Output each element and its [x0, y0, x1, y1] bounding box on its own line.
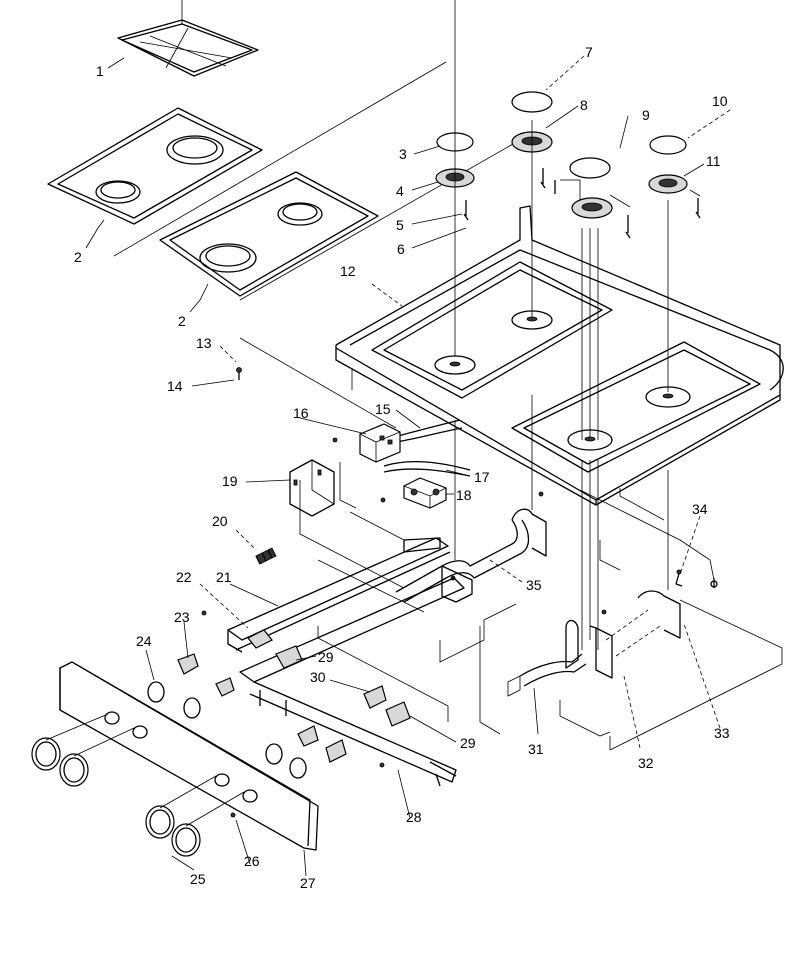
burner-cap-middle [569, 157, 613, 219]
callout-11: 11 [706, 153, 721, 169]
callout-27: 27 [300, 875, 316, 891]
callout-26: 26 [244, 853, 260, 869]
callout-17: 17 [474, 469, 490, 485]
knob-bezels [147, 681, 307, 779]
drip-pan-right [159, 171, 379, 297]
spark-module [359, 423, 401, 463]
burner-tubes [395, 508, 681, 697]
callout-5: 5 [396, 217, 404, 233]
burner-grate [117, 0, 259, 77]
callout-22: 22 [176, 569, 192, 585]
callout-16: 16 [293, 405, 309, 421]
callout-10: 10 [712, 93, 728, 109]
callout-20: 20 [212, 513, 228, 529]
callout-15: 15 [375, 401, 391, 417]
callout-labels: 1 2 2 3 4 5 6 7 8 9 10 11 12 13 14 15 16… [74, 44, 730, 891]
callout-29b: 29 [460, 735, 476, 751]
callout-25: 25 [190, 871, 206, 887]
callout-29a: 29 [318, 649, 334, 665]
mounting-bracket [289, 459, 335, 517]
callout-35: 35 [526, 577, 542, 593]
callout-12: 12 [340, 263, 356, 279]
callout-19: 19 [222, 473, 238, 489]
callout-8: 8 [580, 97, 588, 113]
burner-cap-right [649, 135, 687, 155]
orifice-fitting [255, 547, 277, 565]
igniter-electrodes [463, 168, 701, 239]
callout-6: 6 [397, 241, 405, 257]
cooktop-main-top [335, 205, 784, 506]
callout-2b: 2 [178, 313, 186, 329]
callout-18: 18 [456, 487, 472, 503]
callout-4: 4 [396, 183, 404, 199]
callout-9: 9 [642, 107, 650, 123]
callout-21: 21 [216, 569, 232, 585]
callout-28: 28 [406, 809, 422, 825]
burner-head-right [648, 174, 688, 194]
wiring-harness [383, 419, 471, 477]
callout-24: 24 [136, 633, 152, 649]
screws-small [201, 367, 607, 818]
callout-2a: 2 [74, 249, 82, 265]
pressure-regulator [403, 477, 447, 509]
leader-lines [85, 55, 731, 877]
callout-32: 32 [638, 755, 654, 771]
callout-30: 30 [310, 669, 326, 685]
callout-34: 34 [692, 501, 708, 517]
callout-14: 14 [167, 378, 183, 394]
gas-valves [177, 629, 411, 763]
callout-31: 31 [528, 741, 544, 757]
callout-1: 1 [96, 63, 104, 79]
callout-33: 33 [714, 725, 730, 741]
alignment-lines [454, 0, 669, 650]
control-panel [59, 661, 319, 851]
callout-13: 13 [196, 335, 212, 351]
callout-3: 3 [399, 146, 407, 162]
control-knobs [31, 713, 245, 857]
right-bracket [675, 569, 718, 588]
callout-7: 7 [585, 44, 593, 60]
callout-23: 23 [174, 609, 190, 625]
hidden-lines [239, 337, 783, 751]
burner-cap-large [511, 91, 553, 113]
gas-manifold [227, 537, 465, 787]
drip-pan-left [47, 107, 263, 225]
